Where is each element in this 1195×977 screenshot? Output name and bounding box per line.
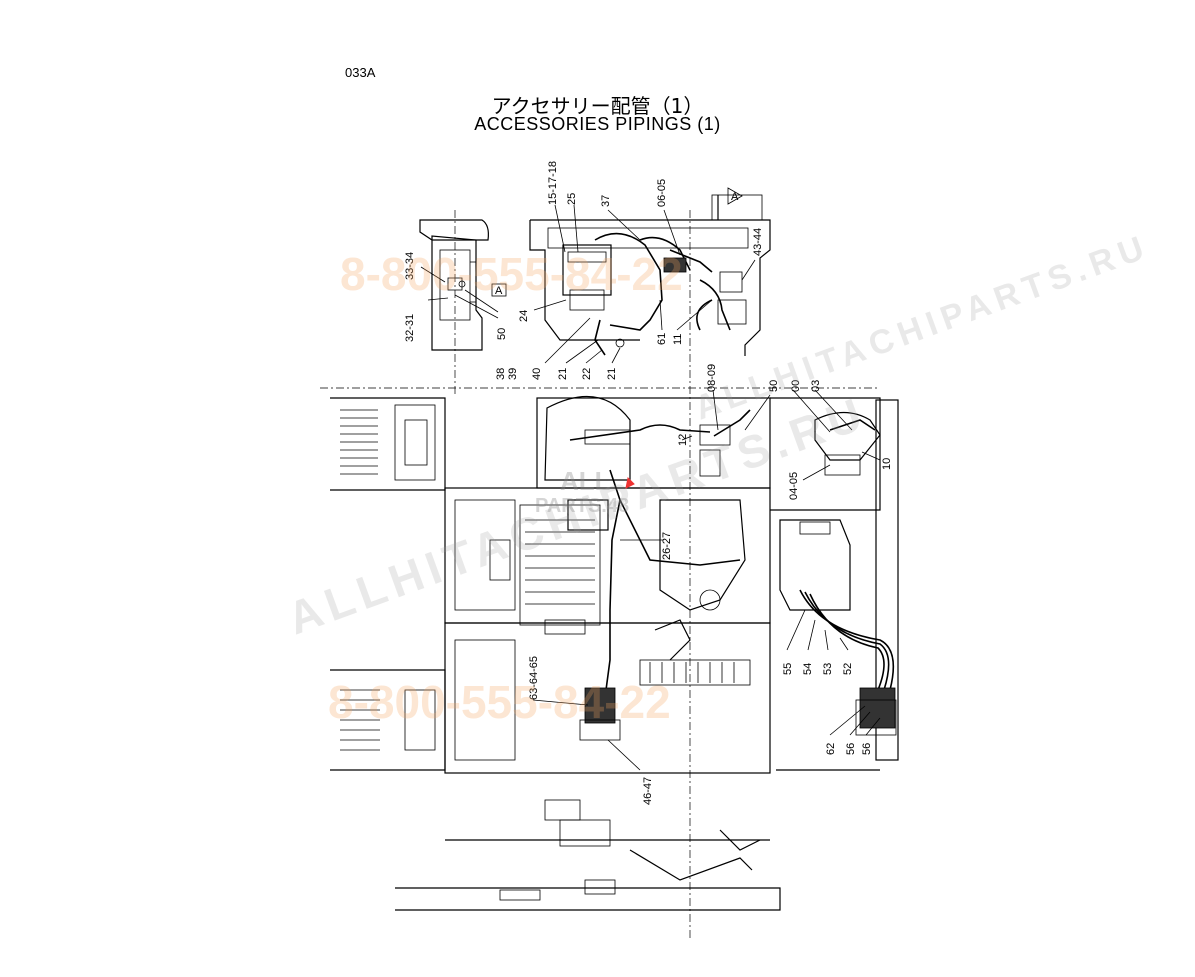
watermark-site-main: ALLHITACHIPARTS.RU [281, 386, 874, 644]
callout-52: 52 [842, 663, 854, 675]
callout-50-lower: 50 [768, 380, 780, 392]
diagram-code: 033A [345, 65, 376, 80]
callout-63-64-65: 63-64-65 [528, 656, 540, 700]
swing-hose-area [536, 395, 771, 691]
watermark-phone-top: 8-800-555-84-22 [340, 248, 683, 300]
callout-56-b: 56 [861, 743, 873, 755]
callout-37: 37 [600, 195, 612, 207]
callout-54: 54 [802, 663, 814, 675]
callout-08-09: 08-09 [706, 364, 718, 392]
callout-39: 39 [507, 368, 519, 380]
callout-46-47: 46-47 [642, 777, 654, 805]
callout-12: 12 [677, 434, 689, 446]
callout-50-upper: 50 [496, 328, 508, 340]
callout-33-34: 33-34 [404, 252, 416, 280]
watermarks: 8-800-555-84-22 ALLHITACHIPARTS.RU ALL P… [281, 227, 1155, 728]
callout-61: 61 [656, 333, 668, 345]
leader-lines [532, 204, 881, 771]
callout-21-right: 21 [606, 368, 618, 380]
callout-53: 53 [822, 663, 834, 675]
callout-10: 10 [881, 458, 893, 470]
callout-26-27: 26-27 [661, 532, 673, 560]
view-marker-label-2: A [731, 191, 739, 203]
callout-00: 00 [790, 380, 802, 392]
view-marker-box [491, 283, 507, 297]
callout-38: 38 [495, 368, 507, 380]
callout-55: 55 [782, 663, 794, 675]
callout-21-left: 21 [557, 368, 569, 380]
detail-panel-left: A [419, 219, 507, 351]
callout-15-17-18: 15-17-18 [547, 161, 559, 205]
callout-11: 11 [672, 334, 684, 345]
callout-06-05: 06-05 [656, 179, 668, 207]
watermark-phone-bottom: 8-800-555-84-22 [328, 676, 671, 728]
callout-25: 25 [566, 193, 578, 205]
callout-labels: 15-17-18 25 37 06-05 43-44 33-34 32-31 5… [404, 161, 893, 805]
view-marker-label: A [495, 285, 503, 297]
callout-40: 40 [531, 368, 543, 380]
callout-43-44: 43-44 [752, 228, 764, 256]
callout-56-a: 56 [845, 743, 857, 755]
callout-24: 24 [518, 310, 530, 322]
callout-22: 22 [581, 368, 593, 380]
callout-62: 62 [825, 743, 837, 755]
center-lines [320, 210, 880, 940]
detail-valve-upper: A [529, 187, 771, 356]
title-japanese: アクセサリー配管（1） [491, 94, 704, 118]
lower-section [395, 687, 781, 911]
callout-32-31: 32-31 [404, 314, 416, 342]
watermark-logo-top: ALL [560, 466, 611, 496]
callout-04-05: 04-05 [788, 472, 800, 500]
title-english: ACCESSORIES PIPINGS (1) [474, 114, 721, 134]
watermark-logo-bottom: PARTS.48 [535, 495, 629, 517]
callout-03: 03 [810, 380, 822, 392]
frame-center [444, 487, 771, 774]
